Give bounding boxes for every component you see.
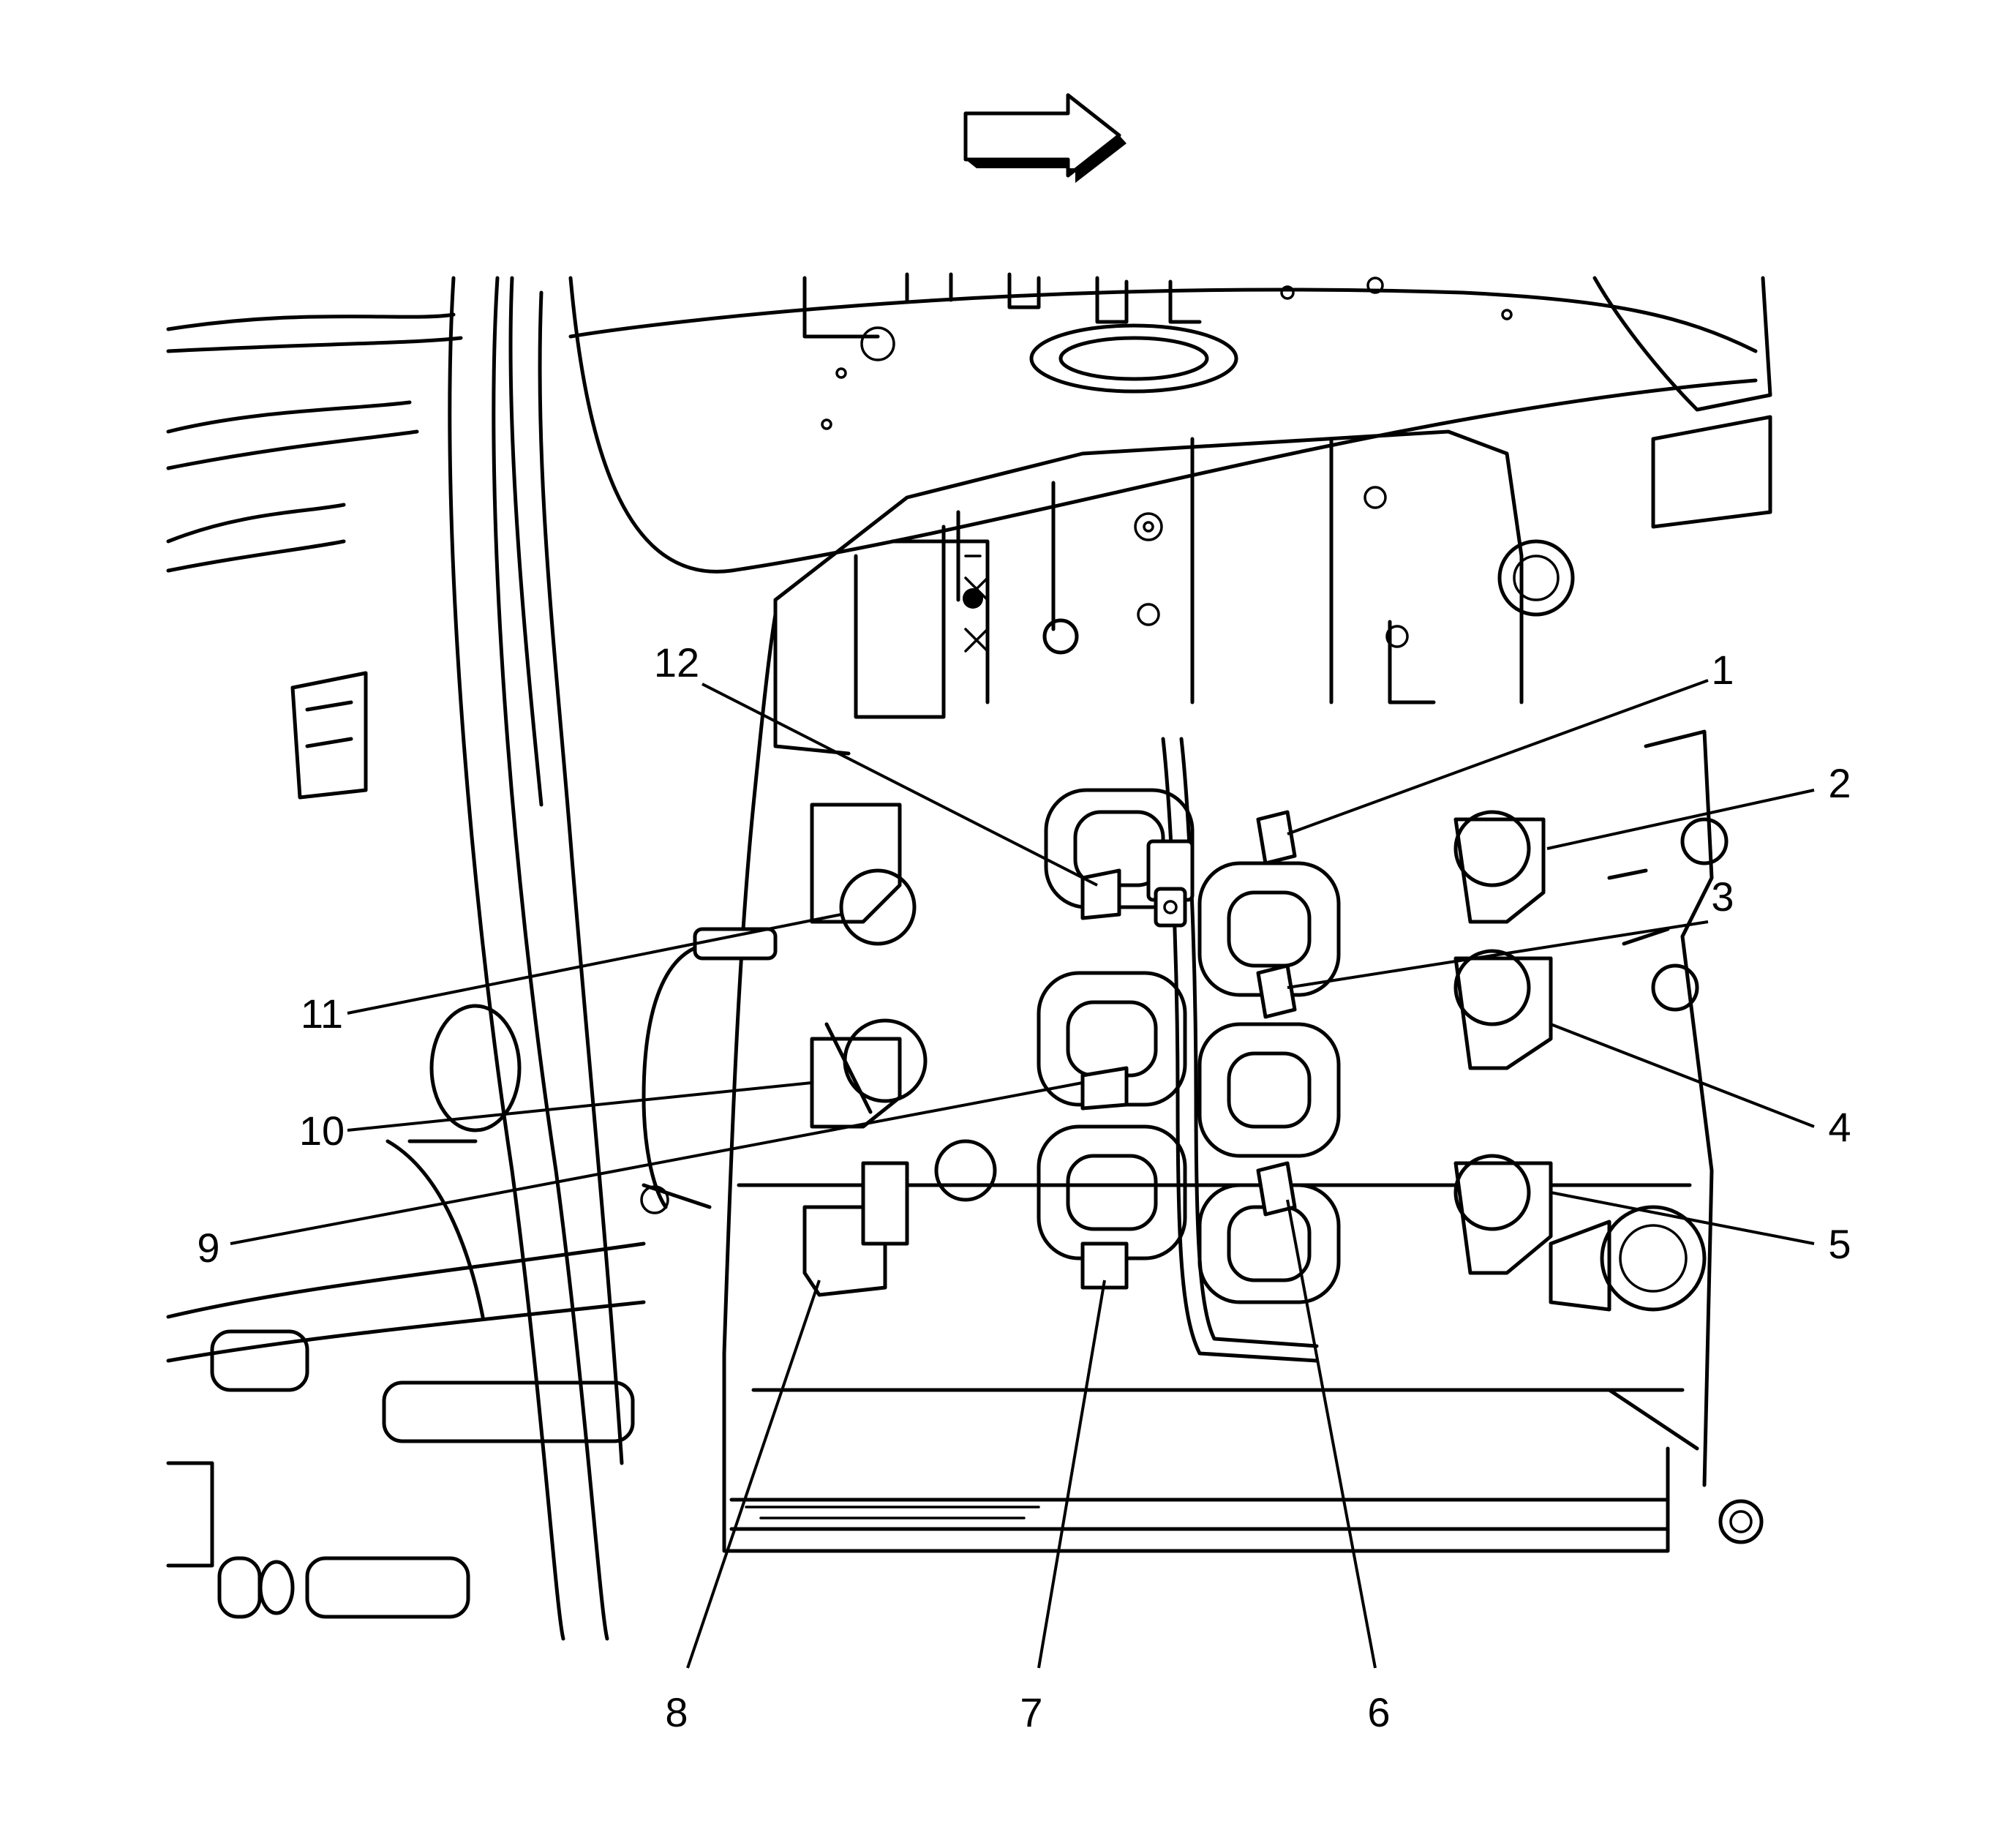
leader-10 — [347, 1081, 813, 1132]
callout-5: 5 — [1828, 1221, 1851, 1267]
leader-9 — [230, 1081, 1083, 1245]
fuel-rail — [1146, 737, 1319, 1363]
leader-8 — [686, 1280, 821, 1669]
ignition-coil-left-bank — [802, 803, 997, 1297]
leader-2 — [1546, 789, 1815, 850]
callout-1: 1 — [1711, 647, 1734, 693]
leader-7 — [1037, 1280, 1106, 1669]
frame-rail-left — [166, 276, 1758, 1641]
cowl-panel — [802, 272, 1772, 529]
ignition-coil-right-bank — [1453, 810, 1553, 1275]
wiring-harness — [640, 927, 873, 1214]
leader-lines — [230, 679, 1815, 1669]
callout-4: 4 — [1828, 1104, 1851, 1150]
leader-1 — [1287, 679, 1709, 835]
leader-3 — [1287, 920, 1709, 989]
callout-11: 11 — [301, 991, 343, 1037]
forward-arrow-icon — [963, 93, 1127, 183]
leader-12 — [702, 683, 1098, 887]
leader-5 — [1550, 1191, 1815, 1245]
callout-10: 10 — [299, 1108, 345, 1154]
injector-connectors — [1080, 810, 1297, 1290]
callout-3: 3 — [1711, 873, 1734, 920]
engine-block — [722, 429, 1764, 1553]
callout-8: 8 — [665, 1689, 688, 1735]
callout-7: 7 — [1020, 1689, 1042, 1735]
leader-11 — [347, 913, 842, 1015]
leader-6 — [1286, 1199, 1377, 1669]
callout-labels: 1 2 3 4 5 6 7 8 9 10 11 12 — [197, 639, 1851, 1735]
callout-2: 2 — [1828, 760, 1851, 806]
callout-9: 9 — [197, 1225, 219, 1271]
callout-6: 6 — [1367, 1689, 1390, 1735]
callout-12: 12 — [654, 639, 699, 685]
leader-4 — [1550, 1023, 1815, 1128]
